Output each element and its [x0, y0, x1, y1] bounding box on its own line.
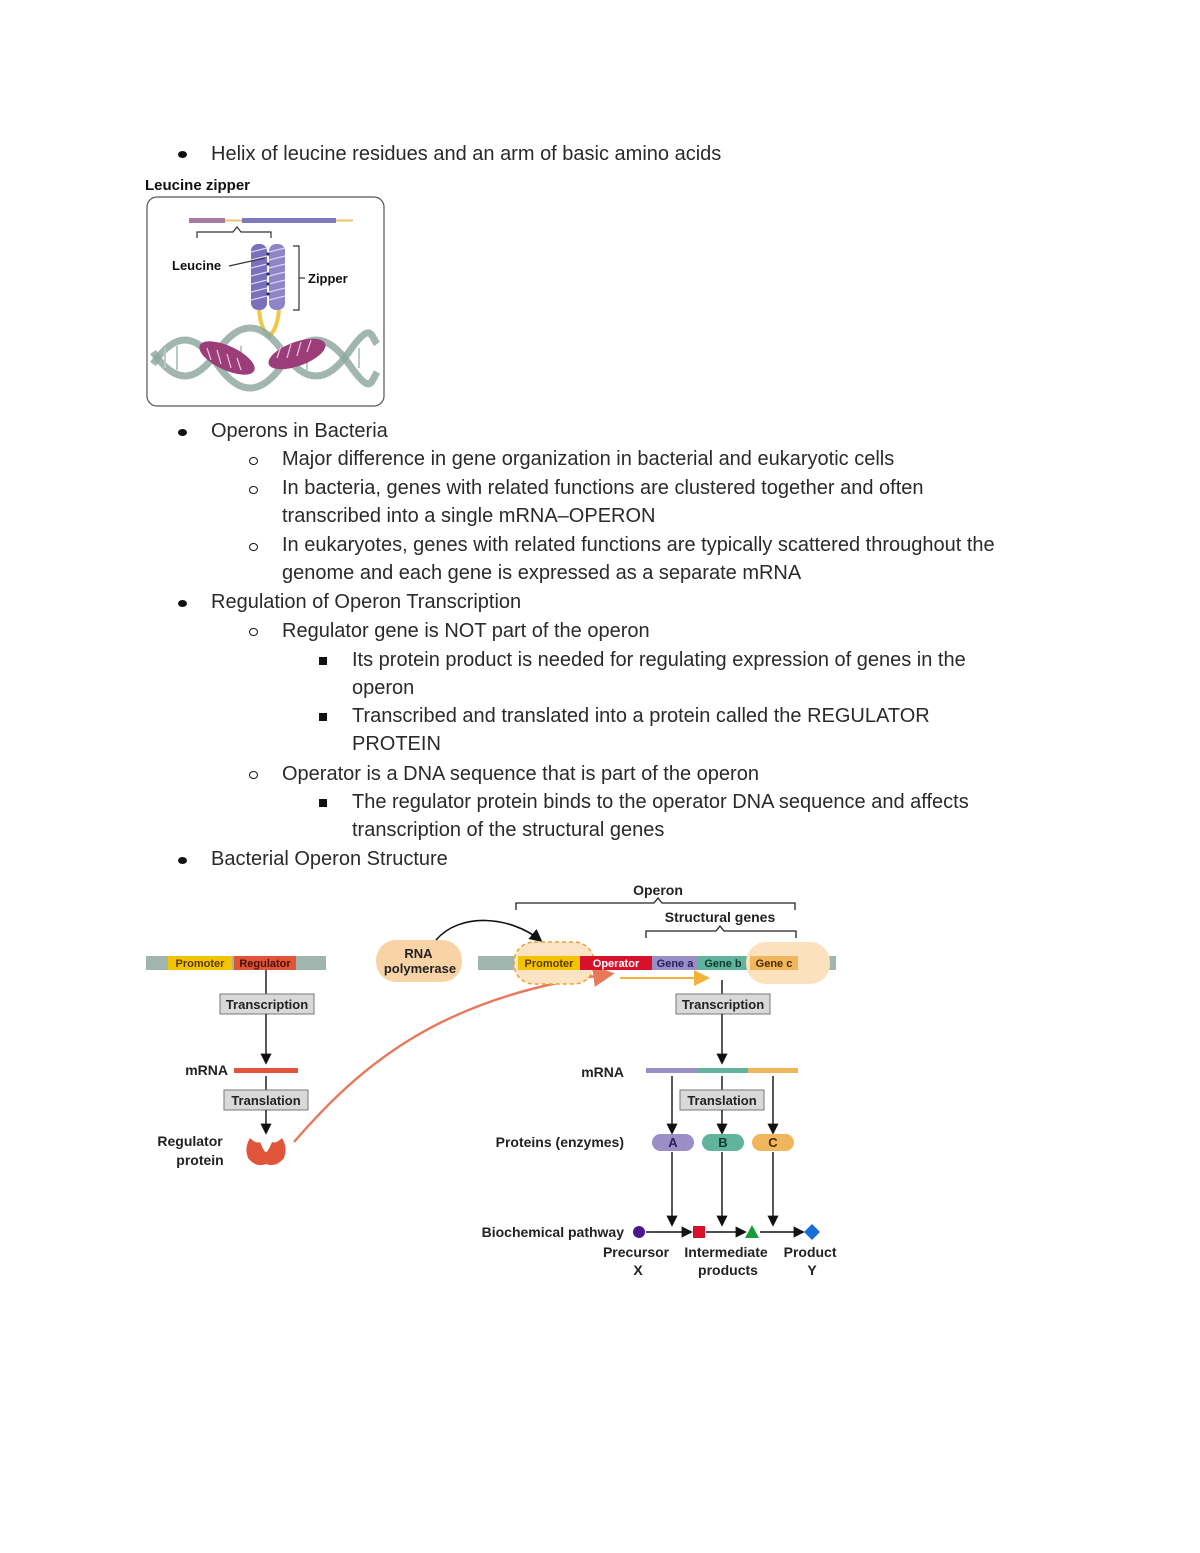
translation-label-right: Translation: [687, 1093, 756, 1108]
translation-label-left: Translation: [231, 1093, 300, 1108]
gene-a-label: Gene a: [657, 958, 695, 970]
dna-binding-helices: [199, 338, 326, 375]
bullet-text: Bacterial Operon Structure: [211, 848, 448, 870]
bullet-dot: [178, 429, 187, 436]
leucine-zipper-figure: Leucine zipper: [145, 172, 390, 415]
operon-figure: Operon Structural genes Promoter Regulat…: [140, 876, 860, 1291]
promoter-label-operon: Promoter: [525, 958, 575, 970]
bullet-circle: [249, 771, 258, 779]
transcription-box-right: [675, 993, 771, 1015]
structural-genes-label: Structural genes: [665, 909, 776, 925]
bullet-text: Its protein product is needed for regula…: [352, 649, 966, 671]
regulator-mrna: [234, 1068, 298, 1073]
bullet-dot: [178, 857, 187, 864]
bullet-text: The regulator protein binds to the opera…: [352, 791, 969, 813]
leucine-helix-bar: [242, 218, 336, 223]
brace: [196, 226, 272, 238]
mrna-segment-b: [698, 1068, 748, 1073]
transcription-label-right: Transcription: [682, 997, 764, 1012]
bullet-text: Transcribed and translated into a protei…: [352, 705, 930, 727]
regulator-protein-shape: [246, 1138, 286, 1166]
gene-b-label: Gene b: [704, 958, 742, 970]
regulator-binding-arrow: [293, 965, 615, 1143]
enzyme-c-label: C: [768, 1135, 778, 1150]
promoter-region-operon: [518, 956, 580, 970]
mrna-label-right: mRNA: [581, 1064, 624, 1080]
intermediate-symbol-2: [745, 1225, 759, 1238]
operator-region: [580, 956, 652, 970]
product-label: Product Y: [784, 1244, 841, 1278]
bullet-text: PROTEIN: [352, 733, 441, 755]
bullet-text: Operator is a DNA sequence that is part …: [282, 763, 759, 785]
leucine-pointer: [228, 257, 266, 267]
gene-b: [698, 956, 748, 970]
polymerase-binding-arrow: [435, 919, 543, 942]
enzyme-c: [752, 1134, 794, 1151]
gene-c-label: Gene c: [756, 958, 793, 970]
bullet-circle: [249, 486, 258, 494]
enzyme-b-label: B: [718, 1135, 727, 1150]
bullet-text: Operons in Bacteria: [211, 420, 388, 442]
bullet-text: In eukaryotes, genes with related functi…: [282, 534, 995, 556]
proteins-label: Proteins (enzymes): [496, 1134, 624, 1150]
precursor-label: Precursor X: [603, 1244, 673, 1278]
enzyme-a-label: A: [668, 1135, 678, 1150]
rna-polymerase: [376, 940, 462, 982]
gene-a: [652, 956, 698, 970]
bullet-text: Regulator gene is NOT part of the operon: [282, 620, 650, 642]
bullet-text: Helix of leucine residues and an arm of …: [211, 143, 722, 165]
zipper-label: Zipper: [308, 271, 348, 286]
mrna-segment-c: [748, 1068, 798, 1073]
bullet-square: [319, 799, 327, 807]
mrna-label-left: mRNA: [185, 1062, 228, 1078]
bullet-dot: [178, 151, 187, 158]
bullet-square: [319, 657, 327, 665]
bullet-text: transcription of the structural genes: [352, 819, 665, 841]
bullet-text: transcribed into a single mRNA–OPERON: [282, 505, 656, 527]
product-symbol: [804, 1224, 820, 1240]
intermediate-label: Intermediate products: [684, 1244, 771, 1278]
regulator-protein-label: Regulator protein: [157, 1133, 226, 1168]
transcription-label-left: Transcription: [226, 997, 308, 1012]
operon-label: Operon: [633, 882, 683, 898]
gene-c: [750, 956, 798, 970]
transcription-box-left: [219, 993, 315, 1015]
regulator-gene: [234, 956, 296, 970]
bullet-circle: [249, 628, 258, 636]
bullet-square: [319, 713, 327, 721]
bullet-text: In bacteria, genes with related function…: [282, 477, 924, 499]
bullet-text: operon: [352, 677, 415, 699]
promoter-label-left: Promoter: [176, 958, 226, 970]
regulator-gene-label: Regulator: [239, 958, 291, 970]
precursor-symbol: [633, 1226, 645, 1238]
operon-brace: [515, 896, 796, 910]
pathway-label: Biochemical pathway: [482, 1224, 625, 1240]
bullet-circle: [249, 543, 258, 551]
leucine-label: Leucine: [172, 258, 221, 273]
bullet-circle: [249, 457, 258, 465]
rna-polymerase-label: RNA polymerase: [384, 946, 456, 976]
enzyme-a: [652, 1134, 694, 1151]
promoter-region-left: [168, 956, 232, 970]
operator-label: Operator: [593, 958, 640, 970]
structural-genes-brace: [645, 924, 797, 938]
mrna-segment-a: [646, 1068, 698, 1073]
bullet-text: Regulation of Operon Transcription: [211, 591, 522, 613]
bullet-text: genome and each gene is expressed as a s…: [282, 562, 802, 584]
bullet-text: Major difference in gene organization in…: [282, 448, 895, 470]
intermediate-symbol-1: [693, 1226, 705, 1238]
enzyme-b: [702, 1134, 744, 1151]
basic-arm-bar: [189, 218, 225, 223]
bullet-dot: [178, 600, 187, 607]
figure-title: Leucine zipper: [145, 177, 250, 194]
